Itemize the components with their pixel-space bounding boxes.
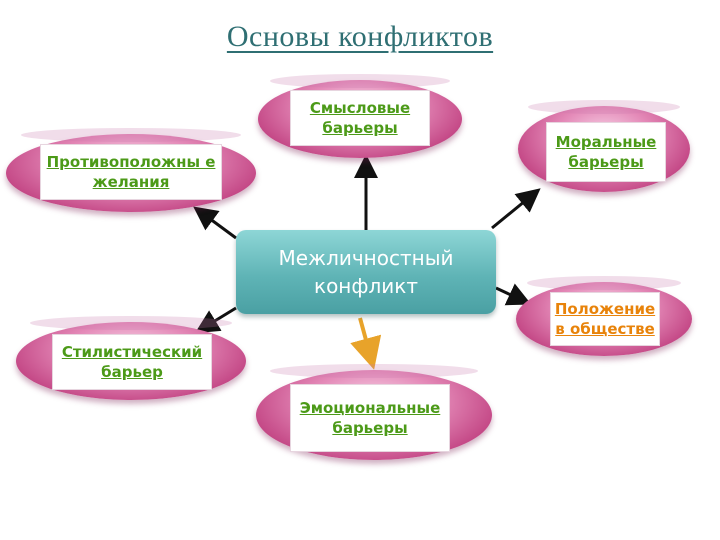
node-moral-label: Моральные барьеры	[546, 122, 666, 182]
node-meaning-label: Смысловые барьеры	[290, 90, 430, 146]
arrow-to-moral	[491, 188, 541, 230]
center-node: Межличностный конфликт	[236, 230, 496, 314]
arrow-to-opposite	[193, 206, 237, 240]
node-opposite-label: Противоположны е желания	[40, 144, 222, 200]
page-title: Основы конфликтов	[226, 20, 494, 53]
node-status-label: Положение в обществе	[550, 292, 660, 346]
arrow-to-emotional	[350, 317, 382, 370]
center-node-label: Межличностный конфликт	[278, 246, 454, 298]
node-style-label: Стилистический барьер	[52, 334, 212, 390]
arrow-to-status	[495, 283, 532, 306]
node-emotional-label: Эмоциональные барьеры	[290, 384, 450, 452]
